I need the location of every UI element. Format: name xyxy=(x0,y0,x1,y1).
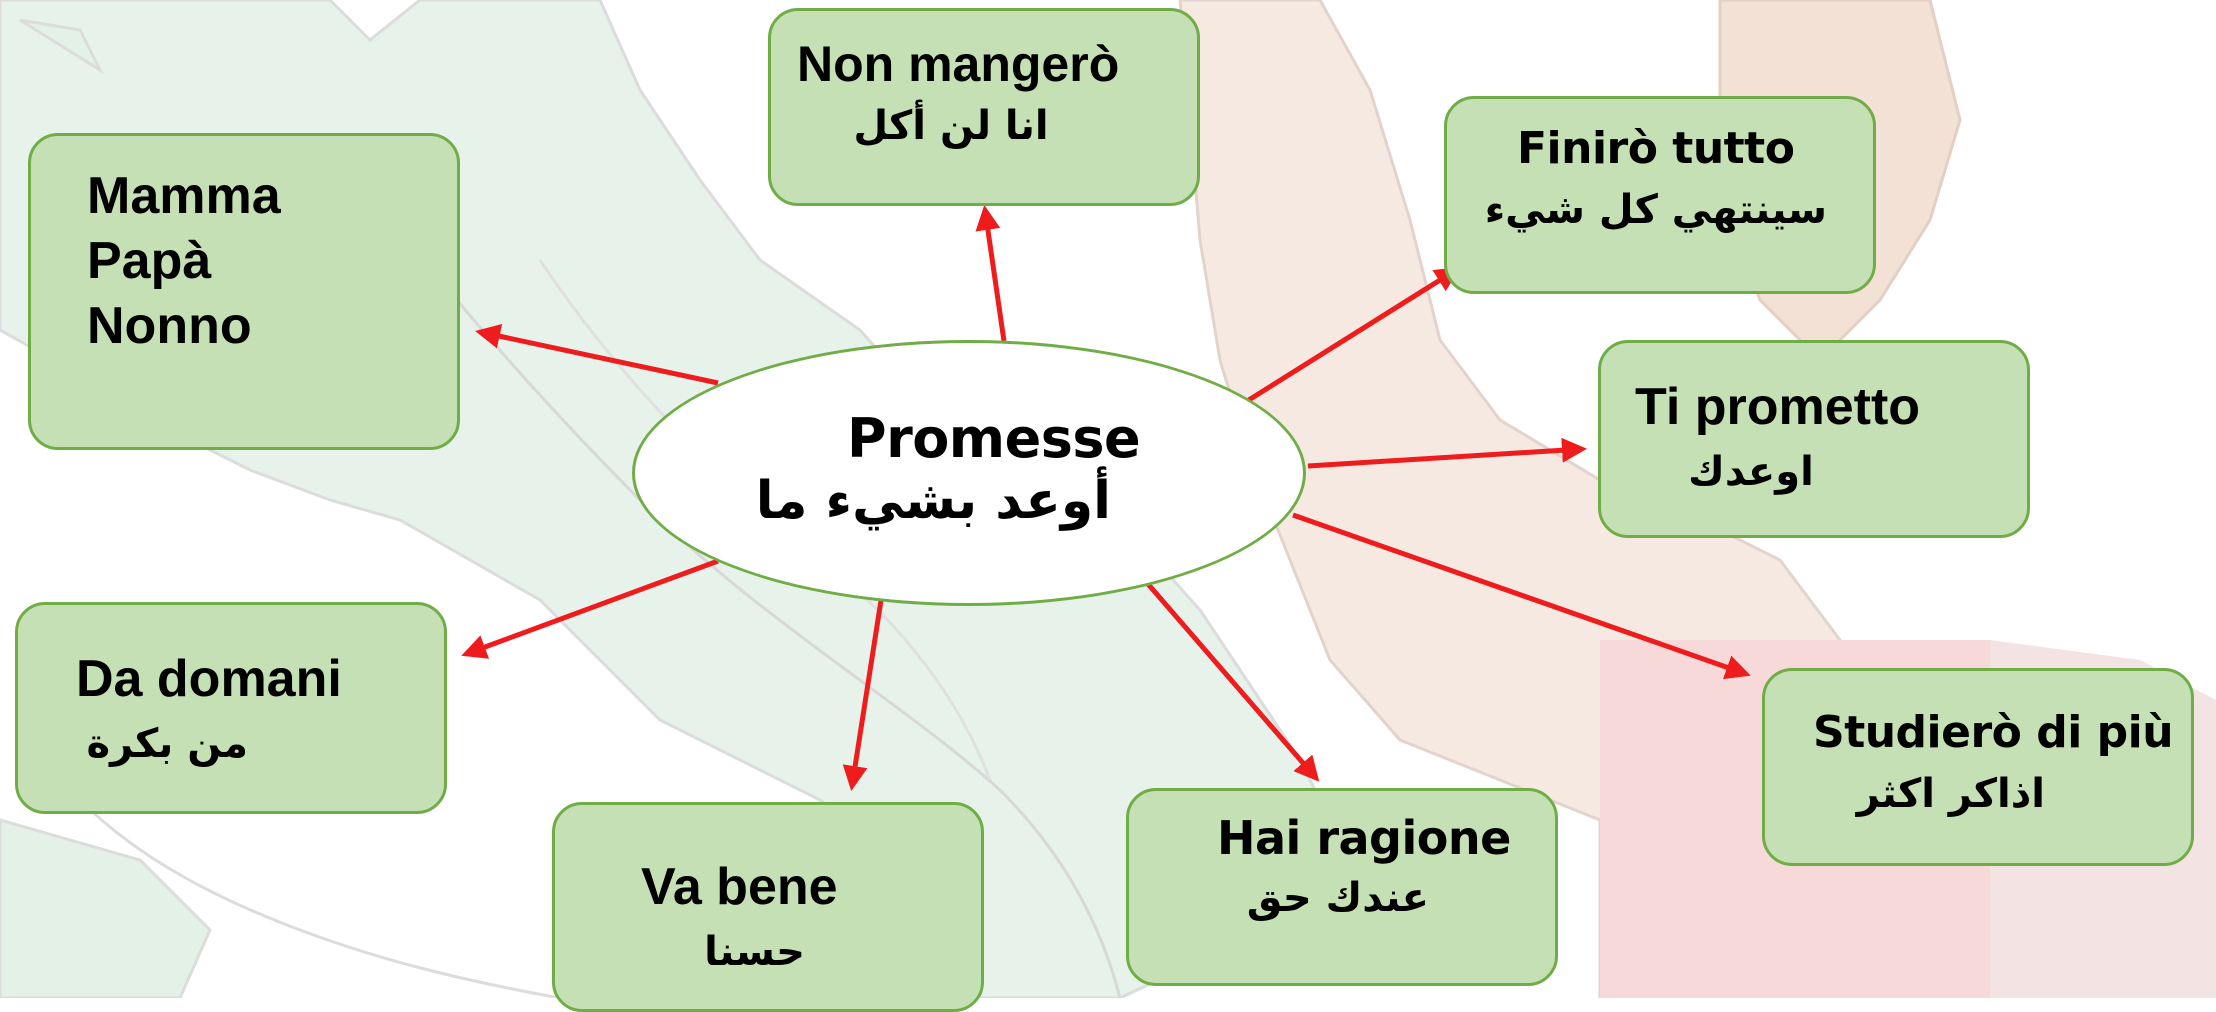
arrow-to-family xyxy=(475,323,719,386)
hai-ragione-italian: Hai ragione xyxy=(1217,811,1511,865)
arrow-to-studiero xyxy=(1292,512,1751,680)
central-ellipse: Promesse أوعد بشيء ما xyxy=(632,340,1306,606)
arrow-to-non-mangero xyxy=(975,205,1007,342)
non-mangero-italian: Non mangerò xyxy=(797,36,1120,92)
arrow-to-ti-prometto xyxy=(1307,437,1587,469)
box-hai-ragione: Hai ragione عندك حق xyxy=(1126,788,1558,986)
va-bene-italian: Va bene xyxy=(641,858,838,916)
finiro-tutto-italian: Finirò tutto xyxy=(1517,123,1795,174)
va-bene-arabic: حسنا xyxy=(704,929,805,975)
box-studiero: Studierò di più اذاكر اكثر xyxy=(1762,668,2194,866)
box-ti-prometto: Ti prometto اوعدك xyxy=(1598,340,2030,538)
finiro-tutto-arabic: سينتهي كل شيء xyxy=(1484,187,1827,233)
box-va-bene: Va bene حسنا xyxy=(552,802,984,1012)
arrow-to-da-domani xyxy=(461,558,719,659)
studiero-arabic: اذاكر اكثر xyxy=(1856,771,2045,817)
box-non-mangero: Non mangerò انا لن أكل xyxy=(768,8,1200,206)
hai-ragione-arabic: عندك حق xyxy=(1246,875,1429,921)
family-nonno: Nonno xyxy=(87,297,252,355)
arrow-to-finiro-tutto xyxy=(1234,267,1461,411)
arrow-to-va-bene xyxy=(842,593,885,791)
box-da-domani: Da domani من بكرة xyxy=(15,602,447,814)
non-mangero-arabic: انا لن أكل xyxy=(853,103,1049,149)
central-title: Promesse xyxy=(847,407,1141,470)
da-domani-arabic: من بكرة xyxy=(86,721,248,767)
da-domani-italian: Da domani xyxy=(76,650,342,708)
family-mamma: Mamma xyxy=(87,167,281,225)
box-family: Mamma Papà Nonno xyxy=(28,133,460,450)
central-arabic-text: أوعد بشيء ما xyxy=(755,471,1111,531)
ti-prometto-italian: Ti prometto xyxy=(1635,378,1921,436)
studiero-italian: Studierò di più xyxy=(1813,707,2174,758)
box-finiro-tutto: Finirò tutto سينتهي كل شيء xyxy=(1444,96,1876,294)
family-papa: Papà xyxy=(87,232,212,290)
arrow-to-hai-ragione xyxy=(1146,582,1320,782)
ti-prometto-arabic: اوعدك xyxy=(1688,449,1814,495)
